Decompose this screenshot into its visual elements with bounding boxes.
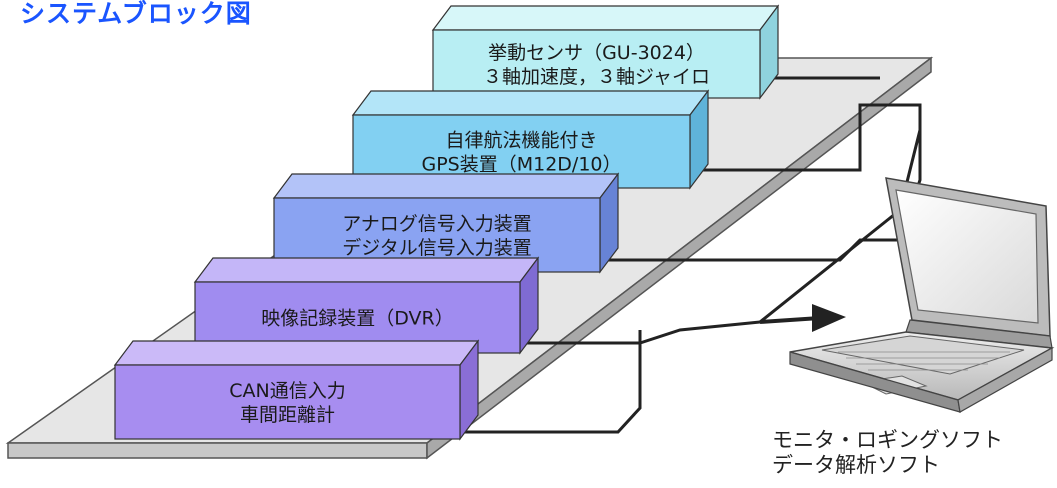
block-top-face [351, 90, 710, 116]
blocks: 挙動センサ（GU-3024）３軸加速度，３軸ジャイロ自律航法機能付きGPS装置（… [113, 4, 780, 441]
block-label-line-1: アナログ信号入力装置 [342, 213, 532, 235]
block-label-line-1: 自律航法機能付き [445, 130, 597, 152]
block-top-face [113, 340, 480, 366]
pc-caption: モニタ・ロギングソフト データ解析ソフト [772, 428, 1003, 478]
block-label-line-2: デジタル信号入力装置 [342, 237, 532, 259]
block-top-face [193, 257, 540, 283]
page-title: システムブロック図 [20, 0, 252, 28]
block-label-line-1: 映像記録装置（DVR） [261, 308, 454, 330]
block-label-line-1: 挙動センサ（GU-3024） [488, 42, 705, 64]
bus-line-4 [520, 320, 761, 345]
pc-caption-line-1: モニタ・ロギングソフト [772, 428, 1003, 452]
arrow-to-pc [759, 304, 846, 332]
block-label-line-2: ３軸加速度，３軸ジャイロ [483, 66, 710, 88]
block-front-face [432, 29, 761, 99]
laptop-keyboard [821, 335, 1025, 375]
block-label-line-1: CAN通信入力 [229, 380, 345, 402]
bus-line-5 [460, 330, 642, 434]
bus-line-3 [600, 130, 922, 262]
arrow-head [812, 304, 846, 332]
block-front-face [114, 364, 461, 440]
block-top-face [431, 5, 780, 31]
block-label-line-2: GPS装置（M12D/10） [421, 154, 621, 176]
block-top-face [272, 173, 620, 199]
platform-front [7, 442, 428, 459]
laptop-icon [789, 177, 1055, 413]
bus-line-2 [690, 103, 922, 172]
block-4: 映像記録装置（DVR） [193, 256, 540, 355]
laptop-screen [895, 189, 1039, 324]
block-label-line-2: 車間距離計 [240, 404, 335, 426]
platform-side [426, 56, 932, 460]
block-1: 挙動センサ（GU-3024）３軸加速度，３軸ジャイロ [431, 4, 780, 100]
pc-caption-line-2: データ解析ソフト [772, 453, 940, 477]
